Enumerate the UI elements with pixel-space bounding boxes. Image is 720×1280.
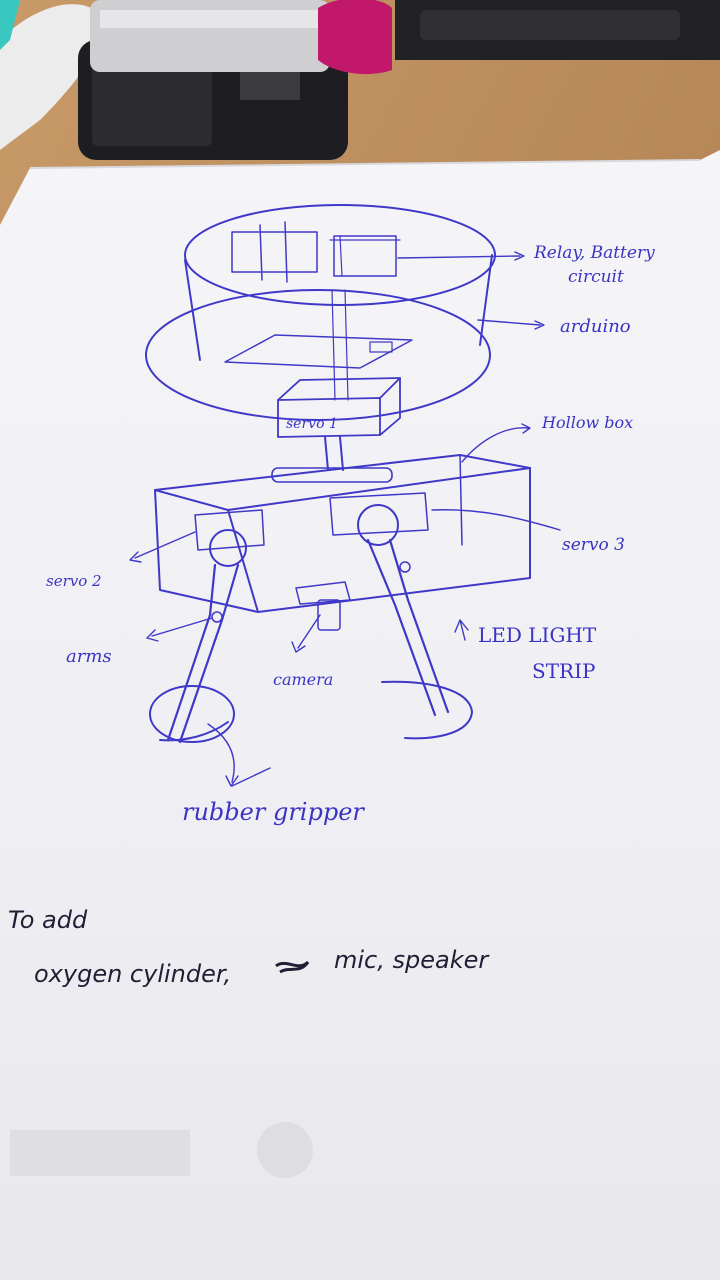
label-arduino: arduino (560, 316, 631, 337)
label-rubber-gripper: rubber gripper (182, 798, 365, 826)
servo1-box (277, 377, 401, 471)
left-arm (149, 529, 247, 744)
label-relay-battery: Relay, Battery (533, 243, 655, 263)
leader-lines (129, 251, 561, 787)
note-oxygen-cylinder: oxygen cylinder, (34, 960, 231, 988)
label-servo3: servo 3 (562, 535, 625, 555)
label-camera: camera (273, 670, 333, 689)
white-tube (0, 4, 99, 150)
desk-objects (0, 0, 720, 160)
label-arms: arms (66, 646, 112, 667)
note-mic-speaker: mic, speaker (334, 946, 490, 974)
top-disc (184, 204, 496, 361)
right-arm (357, 504, 473, 740)
arduino-disc (145, 289, 491, 421)
robot-sketch: Relay, Battery circuit arduino servo 1 H… (46, 204, 655, 826)
label-led-strip-2: STRIP (532, 659, 595, 683)
bleed-through (10, 1122, 313, 1178)
hollow-box (154, 454, 531, 631)
label-circuit: circuit (568, 267, 624, 287)
pink-cap (318, 0, 392, 75)
label-hollow-box: Hollow box (541, 413, 633, 432)
label-servo2: servo 2 (46, 572, 102, 590)
notes-section: To add oxygen cylinder, mic, speaker (8, 906, 490, 988)
label-led-strip-1: LED LIGHT (478, 623, 597, 647)
scribbled-out-word (275, 960, 310, 974)
note-to-add: To add (8, 906, 88, 934)
paper-sheet (0, 150, 720, 1280)
label-servo1: servo 1 (286, 416, 338, 432)
